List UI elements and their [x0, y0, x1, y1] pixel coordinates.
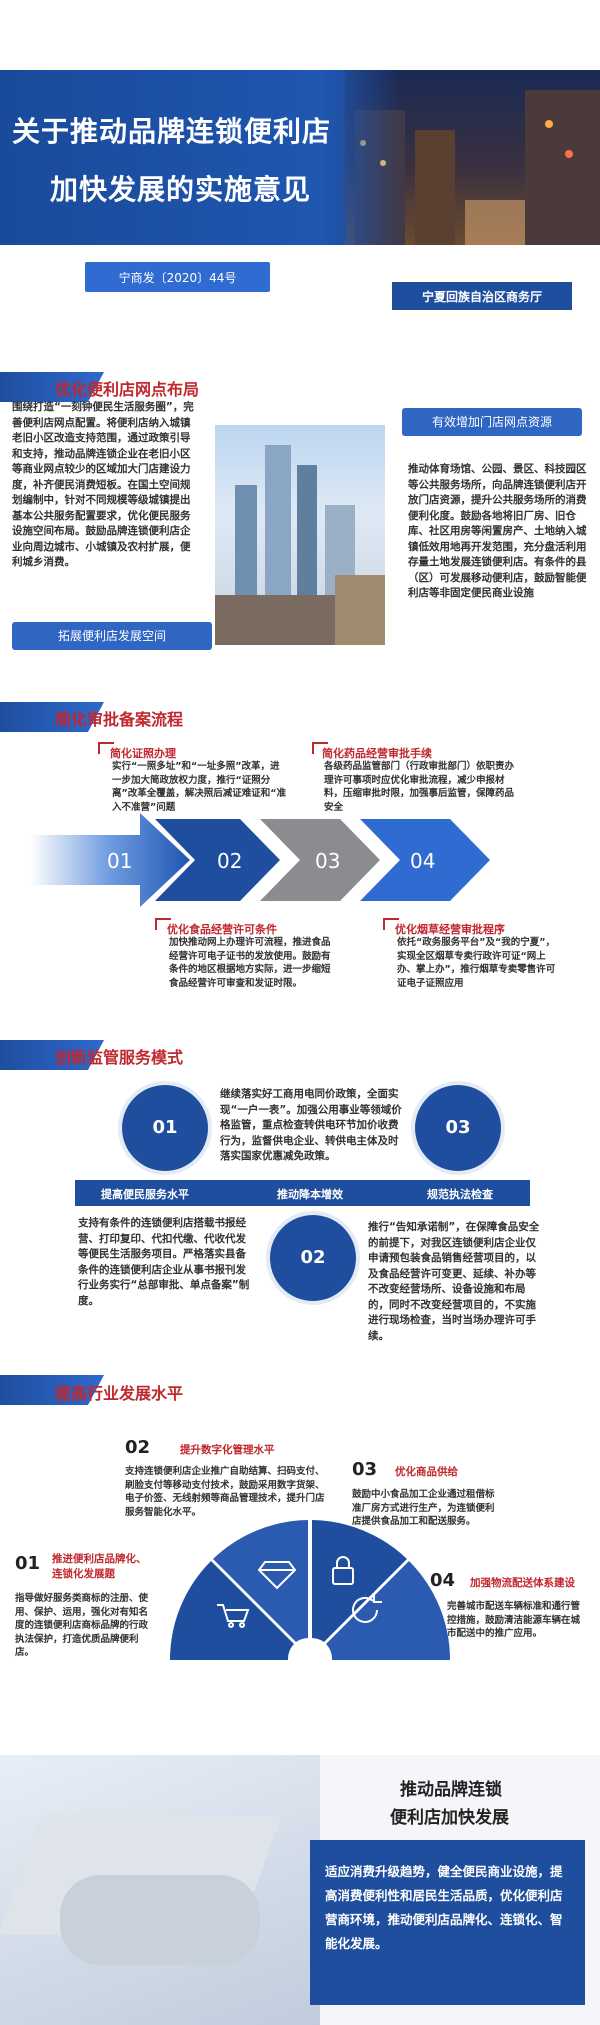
- label-row-bg: [75, 1180, 530, 1206]
- section3-right-text: 推行“告知承诺制”，在保障食品安全的前提下，对我区连锁便利店企业仅申请预包装食品…: [368, 1221, 540, 1342]
- arrow-01: [30, 813, 190, 907]
- item02-text: 支持连锁便利店企业推广自助结算、扫码支付、刷脸支付等移动支付技术，鼓励采用数字货…: [125, 1466, 325, 1518]
- section1-right-text: 推动体育场馆、公园、景区、科技园区等公共服务场所，向品牌连锁便利店开放门店资源，…: [408, 463, 587, 599]
- item2-text: 加快推动网上办理许可流程，推进食品经营许可电子证书的发放使用。鼓励有条件的地区根…: [169, 937, 331, 989]
- item3-title: 简化药品经营审批手续: [322, 747, 432, 760]
- section4-title: 提高行业发展水平: [55, 1384, 184, 1403]
- section3-bar: [0, 1040, 104, 1070]
- item1-title: 简化证照办理: [110, 747, 176, 760]
- arrow-03: [260, 819, 380, 901]
- item04-num: 04: [430, 1570, 456, 1591]
- item02-num: 02: [125, 1437, 151, 1458]
- section1-left-text: 围绕打造“一刻钟便民生活服务圈”，完善便利店网点配置。将便利店纳入城镇老旧小区改…: [12, 401, 194, 568]
- circle-02: 02: [270, 1215, 356, 1301]
- section1-bar: [0, 372, 104, 402]
- title-line1: 关于推动品牌连锁便利店: [12, 115, 332, 148]
- shopping-cart-icon: [217, 1604, 250, 1628]
- issuer: 宁夏回族自治区商务厅: [421, 290, 542, 304]
- item1-text: 实行“一照多址”和“一址多照”改革，进一步加大简政放权力度，推行“证照分离”改革…: [112, 761, 286, 813]
- item4-text: 依托“政务服务平台”及“我的宁夏”，实现全区烟草专卖行政许可证“网上办、掌上办”…: [397, 937, 556, 989]
- segment-4: [326, 1561, 450, 1660]
- item2-title: 优化食品经营许可条件: [167, 923, 277, 936]
- item03-num: 03: [352, 1459, 378, 1480]
- title-line2: 加快发展的实施意见: [50, 173, 312, 206]
- section2-bar: [0, 702, 104, 732]
- item01-num: 01: [15, 1553, 41, 1574]
- label-inspect: 规范执法检查: [427, 1188, 493, 1201]
- item03-title: 优化商品供给: [395, 1466, 458, 1478]
- footer-title-line1: 推动品牌连锁: [400, 1780, 502, 1800]
- section1-title: 优化便利店网点布局: [55, 380, 200, 399]
- item3-text: 各级药品监管部门（行政审批部门）依职责办理许可事项时应优化审批流程，减少申报材料…: [324, 761, 515, 813]
- section1-right-label: 有效增加门店网点资源: [402, 408, 582, 436]
- section2-title: 简化审批备案流程: [55, 710, 184, 729]
- refresh-icon: [352, 1594, 382, 1623]
- arrow-04: [360, 819, 490, 901]
- section3-left-text: 支持有条件的连锁便利店搭载书报经营、打印复印、代扣代缴、代收代发等便民生活服务项…: [78, 1217, 250, 1307]
- circle-01: 01: [122, 1085, 208, 1171]
- lock-icon: [332, 1556, 354, 1585]
- section4-bar: [0, 1375, 104, 1405]
- arrow-02: [155, 819, 280, 901]
- left-label-text: 拓展便利店发展空间: [57, 629, 166, 643]
- section3-title: 创新监管服务模式: [55, 1048, 184, 1067]
- arrow-label-04: 04: [410, 849, 436, 873]
- segment-2: [213, 1520, 308, 1642]
- arrow-label-01: 01: [107, 849, 133, 873]
- doc-number-badge: [85, 262, 270, 292]
- footer-title-line2: 便利店加快发展: [390, 1808, 509, 1828]
- segment-3: [312, 1520, 407, 1642]
- issuer-badge: [392, 282, 572, 310]
- right-label-text: 有效增加门店网点资源: [431, 415, 552, 429]
- item4-title: 优化烟草经营审批程序: [395, 923, 505, 936]
- circle-03: 03: [415, 1085, 501, 1171]
- process-arrows: [30, 813, 490, 907]
- city-photo: [215, 425, 385, 645]
- section1-left-label: 拓展便利店发展空间: [12, 622, 212, 650]
- section3-center-text: 继续落实好工商用电同价政策，全面实现“一户一表”。加强公用事业等领域价格监管，重…: [220, 1088, 402, 1162]
- diamond-icon: [257, 1561, 297, 1590]
- header-banner: 关于推动品牌连锁便利店 加快发展的实施意见: [0, 70, 600, 245]
- label-cost: 推动降本增效: [277, 1188, 343, 1201]
- item04-text: 完善城市配送车辆标准和通行管控措施，鼓励清洁能源车辆在城市配送中的推广应用。: [447, 1601, 581, 1639]
- footer-box: [310, 1840, 585, 2005]
- item04-title: 加强物流配送体系建设: [470, 1577, 575, 1589]
- label-service: 提高便民服务水平: [101, 1188, 189, 1201]
- arrow-label-02: 02: [217, 849, 243, 873]
- item01-title: 推进便利店品牌化、连锁化发展题: [52, 1553, 147, 1580]
- item01-text: 指导做好服务类商标的注册、使用、保护、运用，强化对有知名度的连锁便利店商标品牌的…: [15, 1593, 149, 1658]
- item03-text: 鼓励中小食品加工企业通过租借标准厂房方式进行生产，为连锁便利店提供食品加工和配送…: [352, 1489, 495, 1527]
- footer-text: 适应消费升级趋势，健全便民商业设施，提高消费便利性和居民生活品质，优化便利店营商…: [325, 1864, 563, 1951]
- arrow-label-03: 03: [315, 849, 341, 873]
- doc-number: 宁商发〔2020〕44号: [118, 271, 237, 285]
- item02-title: 提升数字化管理水平: [180, 1444, 275, 1456]
- semicircle-diagram: [170, 1520, 450, 1670]
